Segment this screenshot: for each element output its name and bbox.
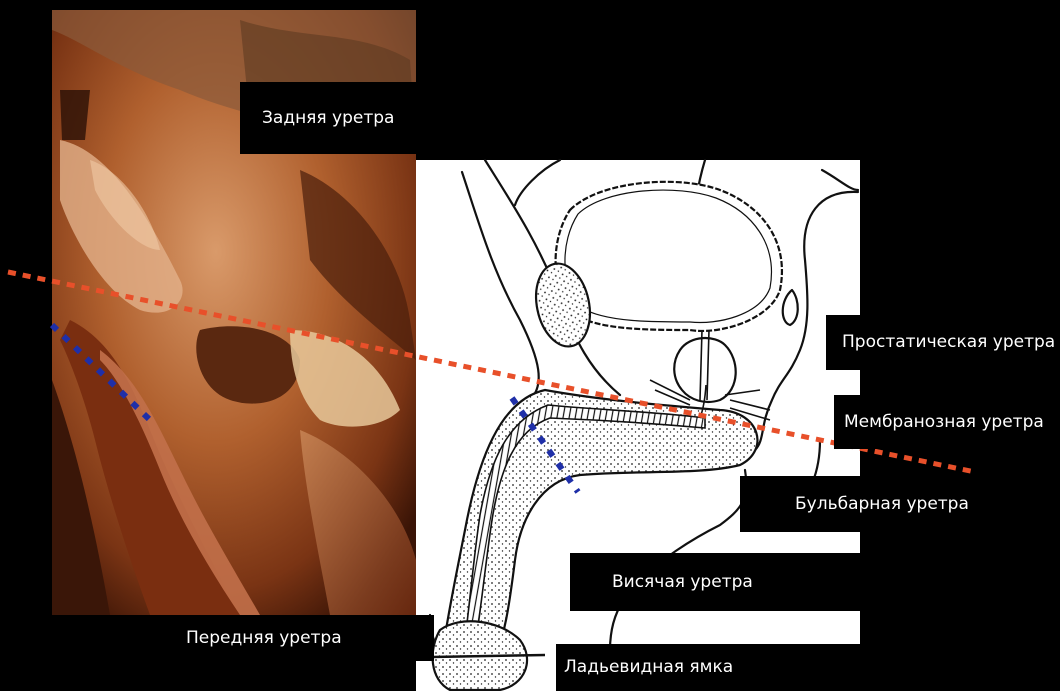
label-navicular-fossa: Ладьевидная ямка bbox=[556, 644, 1060, 691]
label-pendulous-urethra: Висячая уретра bbox=[570, 553, 860, 611]
label-prostatic-urethra: Простатическая уретра bbox=[826, 315, 1060, 370]
label-anterior-urethra: Передняя уретра bbox=[52, 615, 434, 661]
label-membranous-urethra: Мембранозная уретра bbox=[834, 395, 1060, 449]
label-bulbar-urethra: Бульбарная уретра bbox=[740, 476, 1060, 532]
label-posterior-urethra: Задняя уретра bbox=[240, 82, 416, 154]
schematic-drawing bbox=[416, 160, 860, 691]
